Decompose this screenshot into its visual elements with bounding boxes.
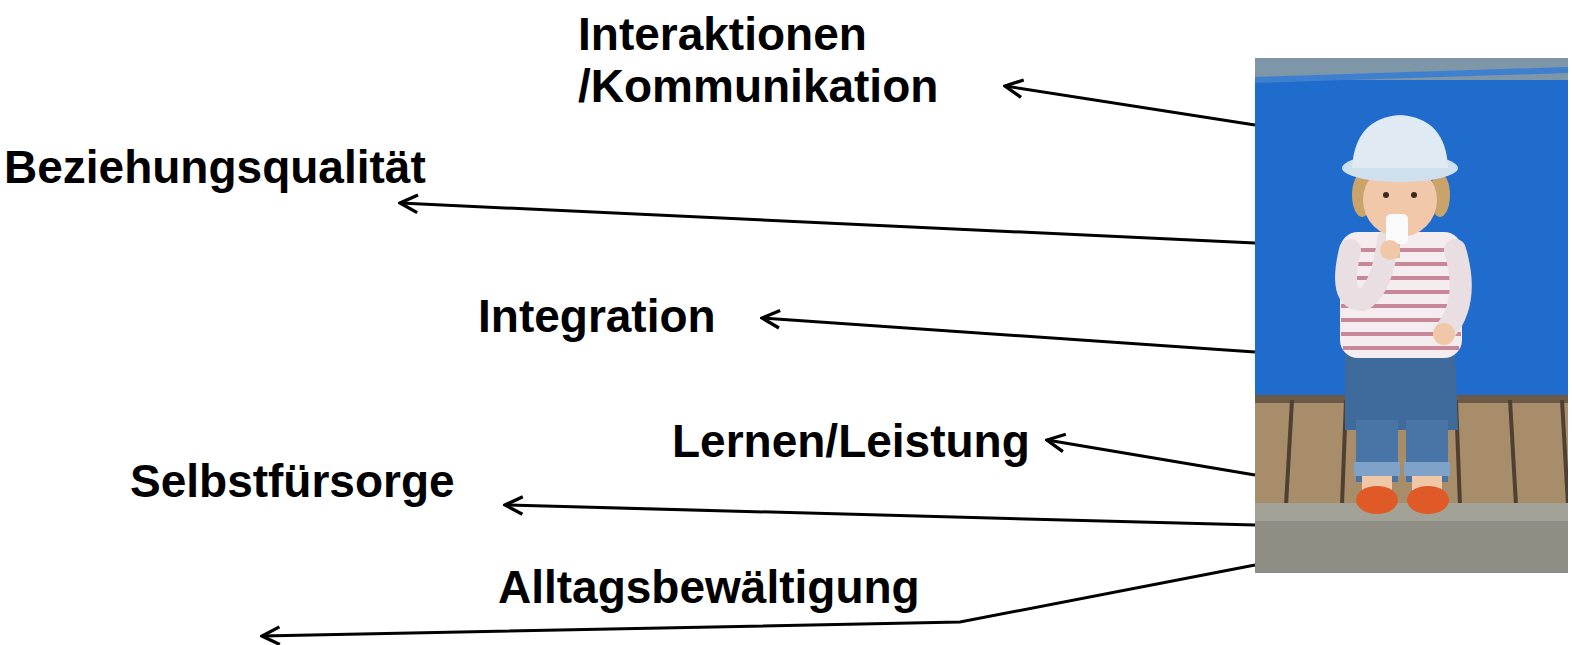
ground (1255, 521, 1568, 573)
leader-line (1047, 440, 1255, 475)
leader-line (400, 203, 1255, 243)
annotation-label: Selbstfürsorge (130, 455, 455, 507)
eye (1383, 192, 1389, 198)
leader-line (505, 505, 1255, 525)
annotation-label: Integration (478, 290, 716, 342)
sandal (1356, 486, 1398, 514)
jeans-cuff (1354, 462, 1400, 476)
sandal (1407, 486, 1449, 514)
annotation-label: Interaktionen /Kommunikation (578, 8, 978, 112)
annotation-label: Alltagsbewältigung (498, 561, 920, 613)
eye (1411, 192, 1417, 198)
striped-shirt (1340, 232, 1462, 358)
annotation-label: Beziehungsqualität (4, 141, 426, 193)
leader-line (1005, 86, 1255, 125)
jeans-cuff (1404, 462, 1450, 476)
hand (1433, 323, 1455, 345)
mat-seam (1255, 70, 1568, 80)
leader-line (762, 318, 1255, 352)
child-photo (1255, 58, 1568, 573)
hat (1352, 115, 1448, 168)
hand (1380, 240, 1400, 260)
right-arm (1446, 250, 1461, 330)
jeans-thighs (1345, 350, 1458, 430)
mat-edge (1255, 58, 1568, 80)
ice-cream (1386, 214, 1408, 244)
annotation-label: Lernen/Leistung (672, 415, 1030, 467)
